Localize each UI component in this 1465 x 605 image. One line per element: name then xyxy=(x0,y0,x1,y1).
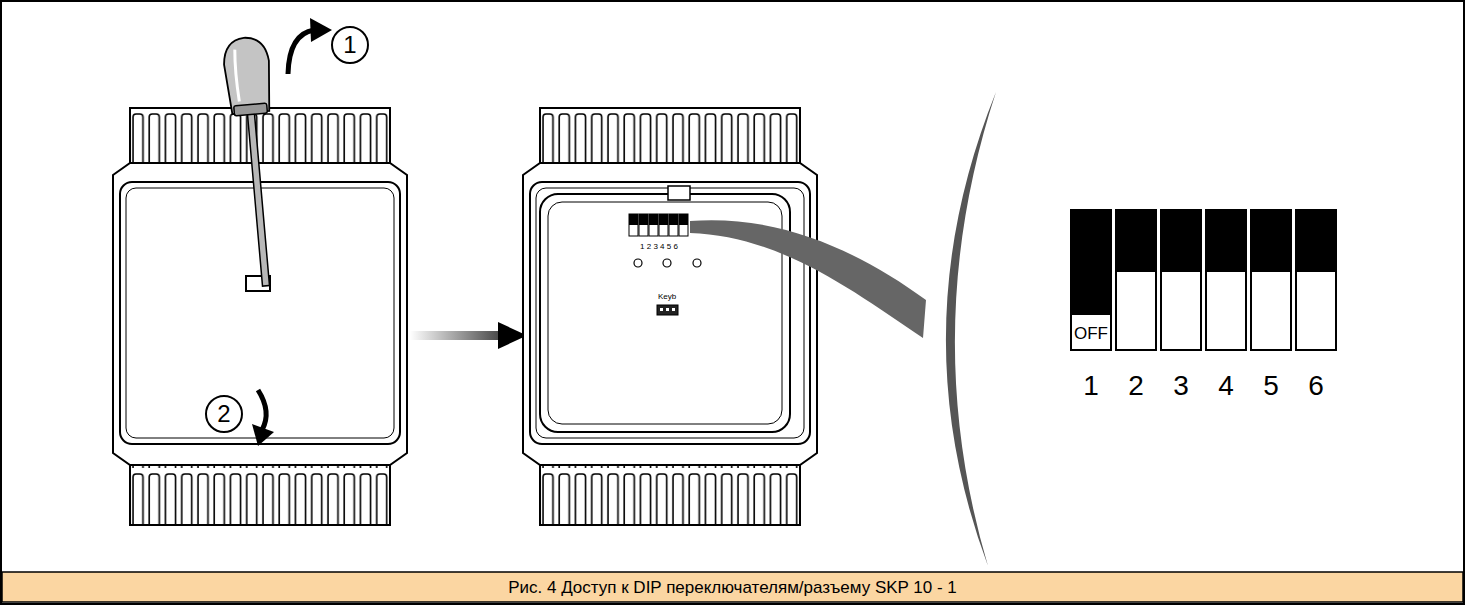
figure-caption: Рис. 4 Доступ к DIP переключателям/разъе… xyxy=(508,578,957,598)
arrow-head xyxy=(310,18,332,42)
switch-state: OFF xyxy=(1074,325,1108,342)
dip-position-numbers: 1 2 3 4 5 6 xyxy=(640,243,678,251)
dip-switch-small xyxy=(629,214,688,236)
callout-number: 2 xyxy=(217,402,230,426)
connector-name: Keyb xyxy=(658,293,676,301)
dip-switch-large xyxy=(1071,210,1336,350)
led xyxy=(663,259,671,267)
switch-number: 2 xyxy=(1128,372,1144,400)
led xyxy=(634,259,642,267)
transition-arrow xyxy=(410,331,502,340)
switch-number: 4 xyxy=(1218,372,1234,400)
zoom-arc xyxy=(946,92,996,566)
zoom-leader xyxy=(690,220,926,338)
callout-number: 1 xyxy=(343,33,356,57)
cover-tab xyxy=(668,186,690,200)
rotate-arrow xyxy=(288,30,314,74)
screwdriver xyxy=(222,36,289,288)
keyb-connector xyxy=(657,305,678,315)
led xyxy=(693,259,701,267)
controller-housing xyxy=(523,108,817,525)
caption-bar: Рис. 4 Доступ к DIP переключателям/разъе… xyxy=(0,572,1465,603)
switch-number: 6 xyxy=(1308,372,1324,400)
switch-number: 5 xyxy=(1263,372,1279,400)
switch-number: 1 xyxy=(1083,372,1099,400)
controller-housing xyxy=(113,108,407,525)
switch-number: 3 xyxy=(1173,372,1189,400)
callout-circle: 1 xyxy=(331,26,369,64)
open-arrow xyxy=(258,390,266,430)
arrow-head xyxy=(252,424,274,446)
callout-circle: 2 xyxy=(205,395,243,433)
